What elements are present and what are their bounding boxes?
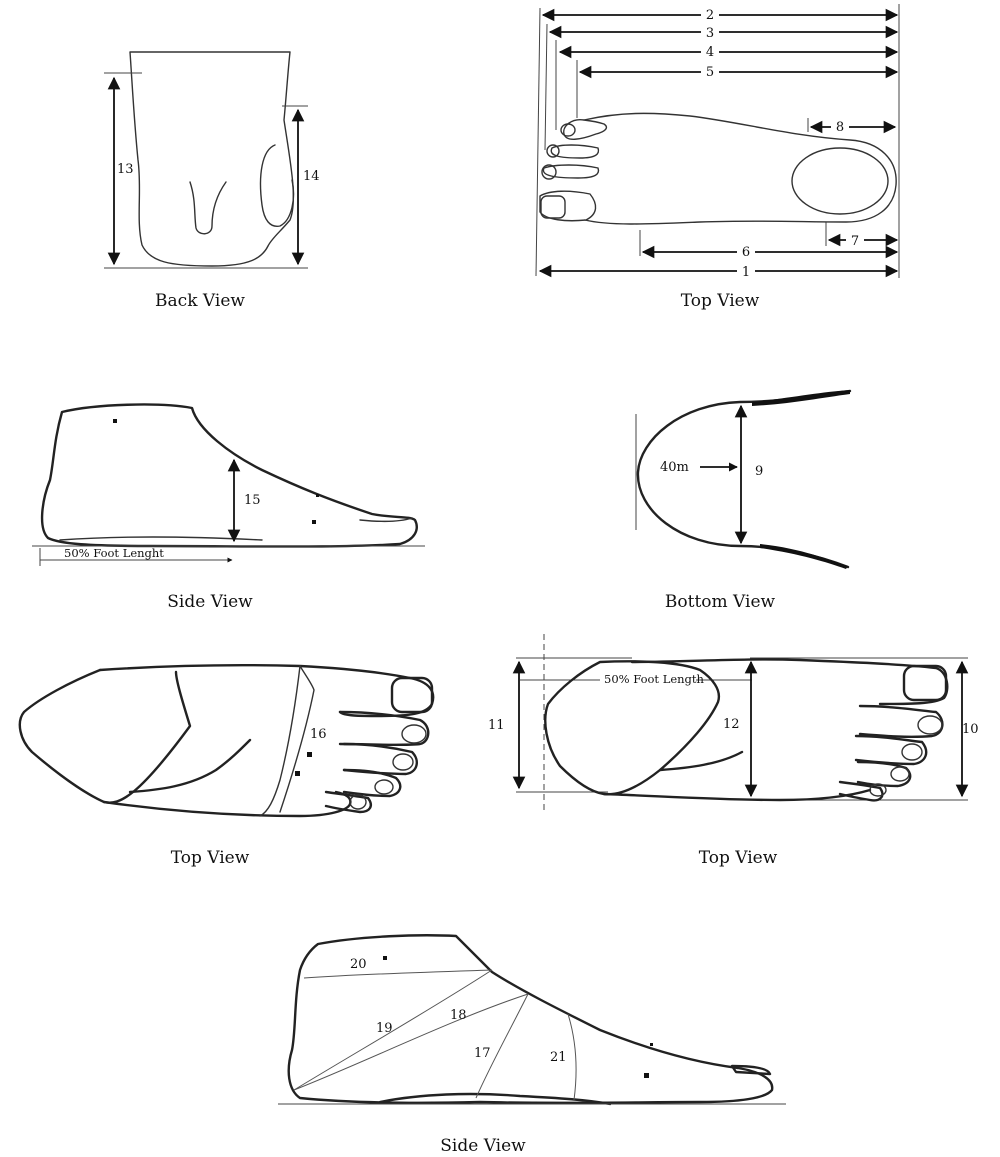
label-1: 1 bbox=[742, 265, 750, 280]
bottom-view-toe-outline bbox=[636, 389, 852, 569]
label-14: 14 bbox=[303, 169, 320, 184]
fifty-percent-foot-length-label: 50% Foot Length bbox=[604, 672, 705, 686]
caption-top-view-1: Top View bbox=[681, 291, 760, 311]
label-12: 12 bbox=[723, 717, 740, 732]
side-view-2-foot-outline bbox=[287, 934, 774, 1105]
back-view-ankle-bulge bbox=[259, 144, 295, 227]
label-10: 10 bbox=[962, 722, 979, 737]
side-view-1-foot-outline bbox=[40, 403, 418, 548]
label-9: 9 bbox=[755, 464, 763, 479]
label-5: 5 bbox=[706, 65, 714, 80]
caption-bottom-view: Bottom View bbox=[665, 592, 776, 612]
label-4: 4 bbox=[706, 45, 714, 60]
side-view-2-panel: 20 19 18 17 21 Side View bbox=[278, 934, 786, 1156]
caption-side-view-1: Side View bbox=[167, 592, 253, 612]
label-11: 11 bbox=[488, 718, 505, 733]
label-16: 16 bbox=[310, 727, 327, 742]
caption-back-view: Back View bbox=[155, 291, 245, 311]
forty-m-label: 40m bbox=[660, 460, 689, 475]
label-2: 2 bbox=[706, 8, 714, 23]
caption-side-view-2: Side View bbox=[440, 1136, 526, 1156]
bottom-view-panel: 40m 9 Bottom View bbox=[635, 389, 852, 612]
top-view-2-panel: 16 Top View bbox=[18, 664, 435, 868]
caption-top-view-2: Top View bbox=[171, 848, 250, 868]
back-view-heel-outline bbox=[129, 51, 295, 267]
caption-top-view-3: Top View bbox=[699, 848, 778, 868]
label-8: 8 bbox=[836, 120, 844, 135]
back-view-panel: 13 14 Back View bbox=[104, 51, 320, 311]
label-15: 15 bbox=[244, 493, 261, 508]
top-view-foot-outline bbox=[583, 112, 897, 225]
back-view-achilles bbox=[189, 181, 227, 235]
label-19: 19 bbox=[376, 1021, 393, 1036]
top-view-lengths-panel: 2 3 4 5 1 6 7 8 bbox=[535, 4, 900, 281]
top-view-2-foot-outline bbox=[98, 664, 435, 718]
top-view-heel bbox=[791, 147, 889, 215]
side-view-1-panel: 15 50% Foot Lenght Side View bbox=[32, 403, 425, 612]
label-21: 21 bbox=[550, 1050, 567, 1065]
fifty-percent-foot-lenght-label: 50% Foot Lenght bbox=[64, 546, 164, 560]
label-6: 6 bbox=[742, 245, 750, 260]
label-7: 7 bbox=[851, 234, 859, 249]
label-13: 13 bbox=[117, 162, 134, 177]
label-17: 17 bbox=[474, 1046, 491, 1061]
label-20: 20 bbox=[350, 957, 367, 972]
label-18: 18 bbox=[450, 1008, 467, 1023]
label-3: 3 bbox=[706, 26, 714, 41]
top-view-3-panel: 50% Foot Length 11 12 10 Top View bbox=[488, 634, 979, 868]
